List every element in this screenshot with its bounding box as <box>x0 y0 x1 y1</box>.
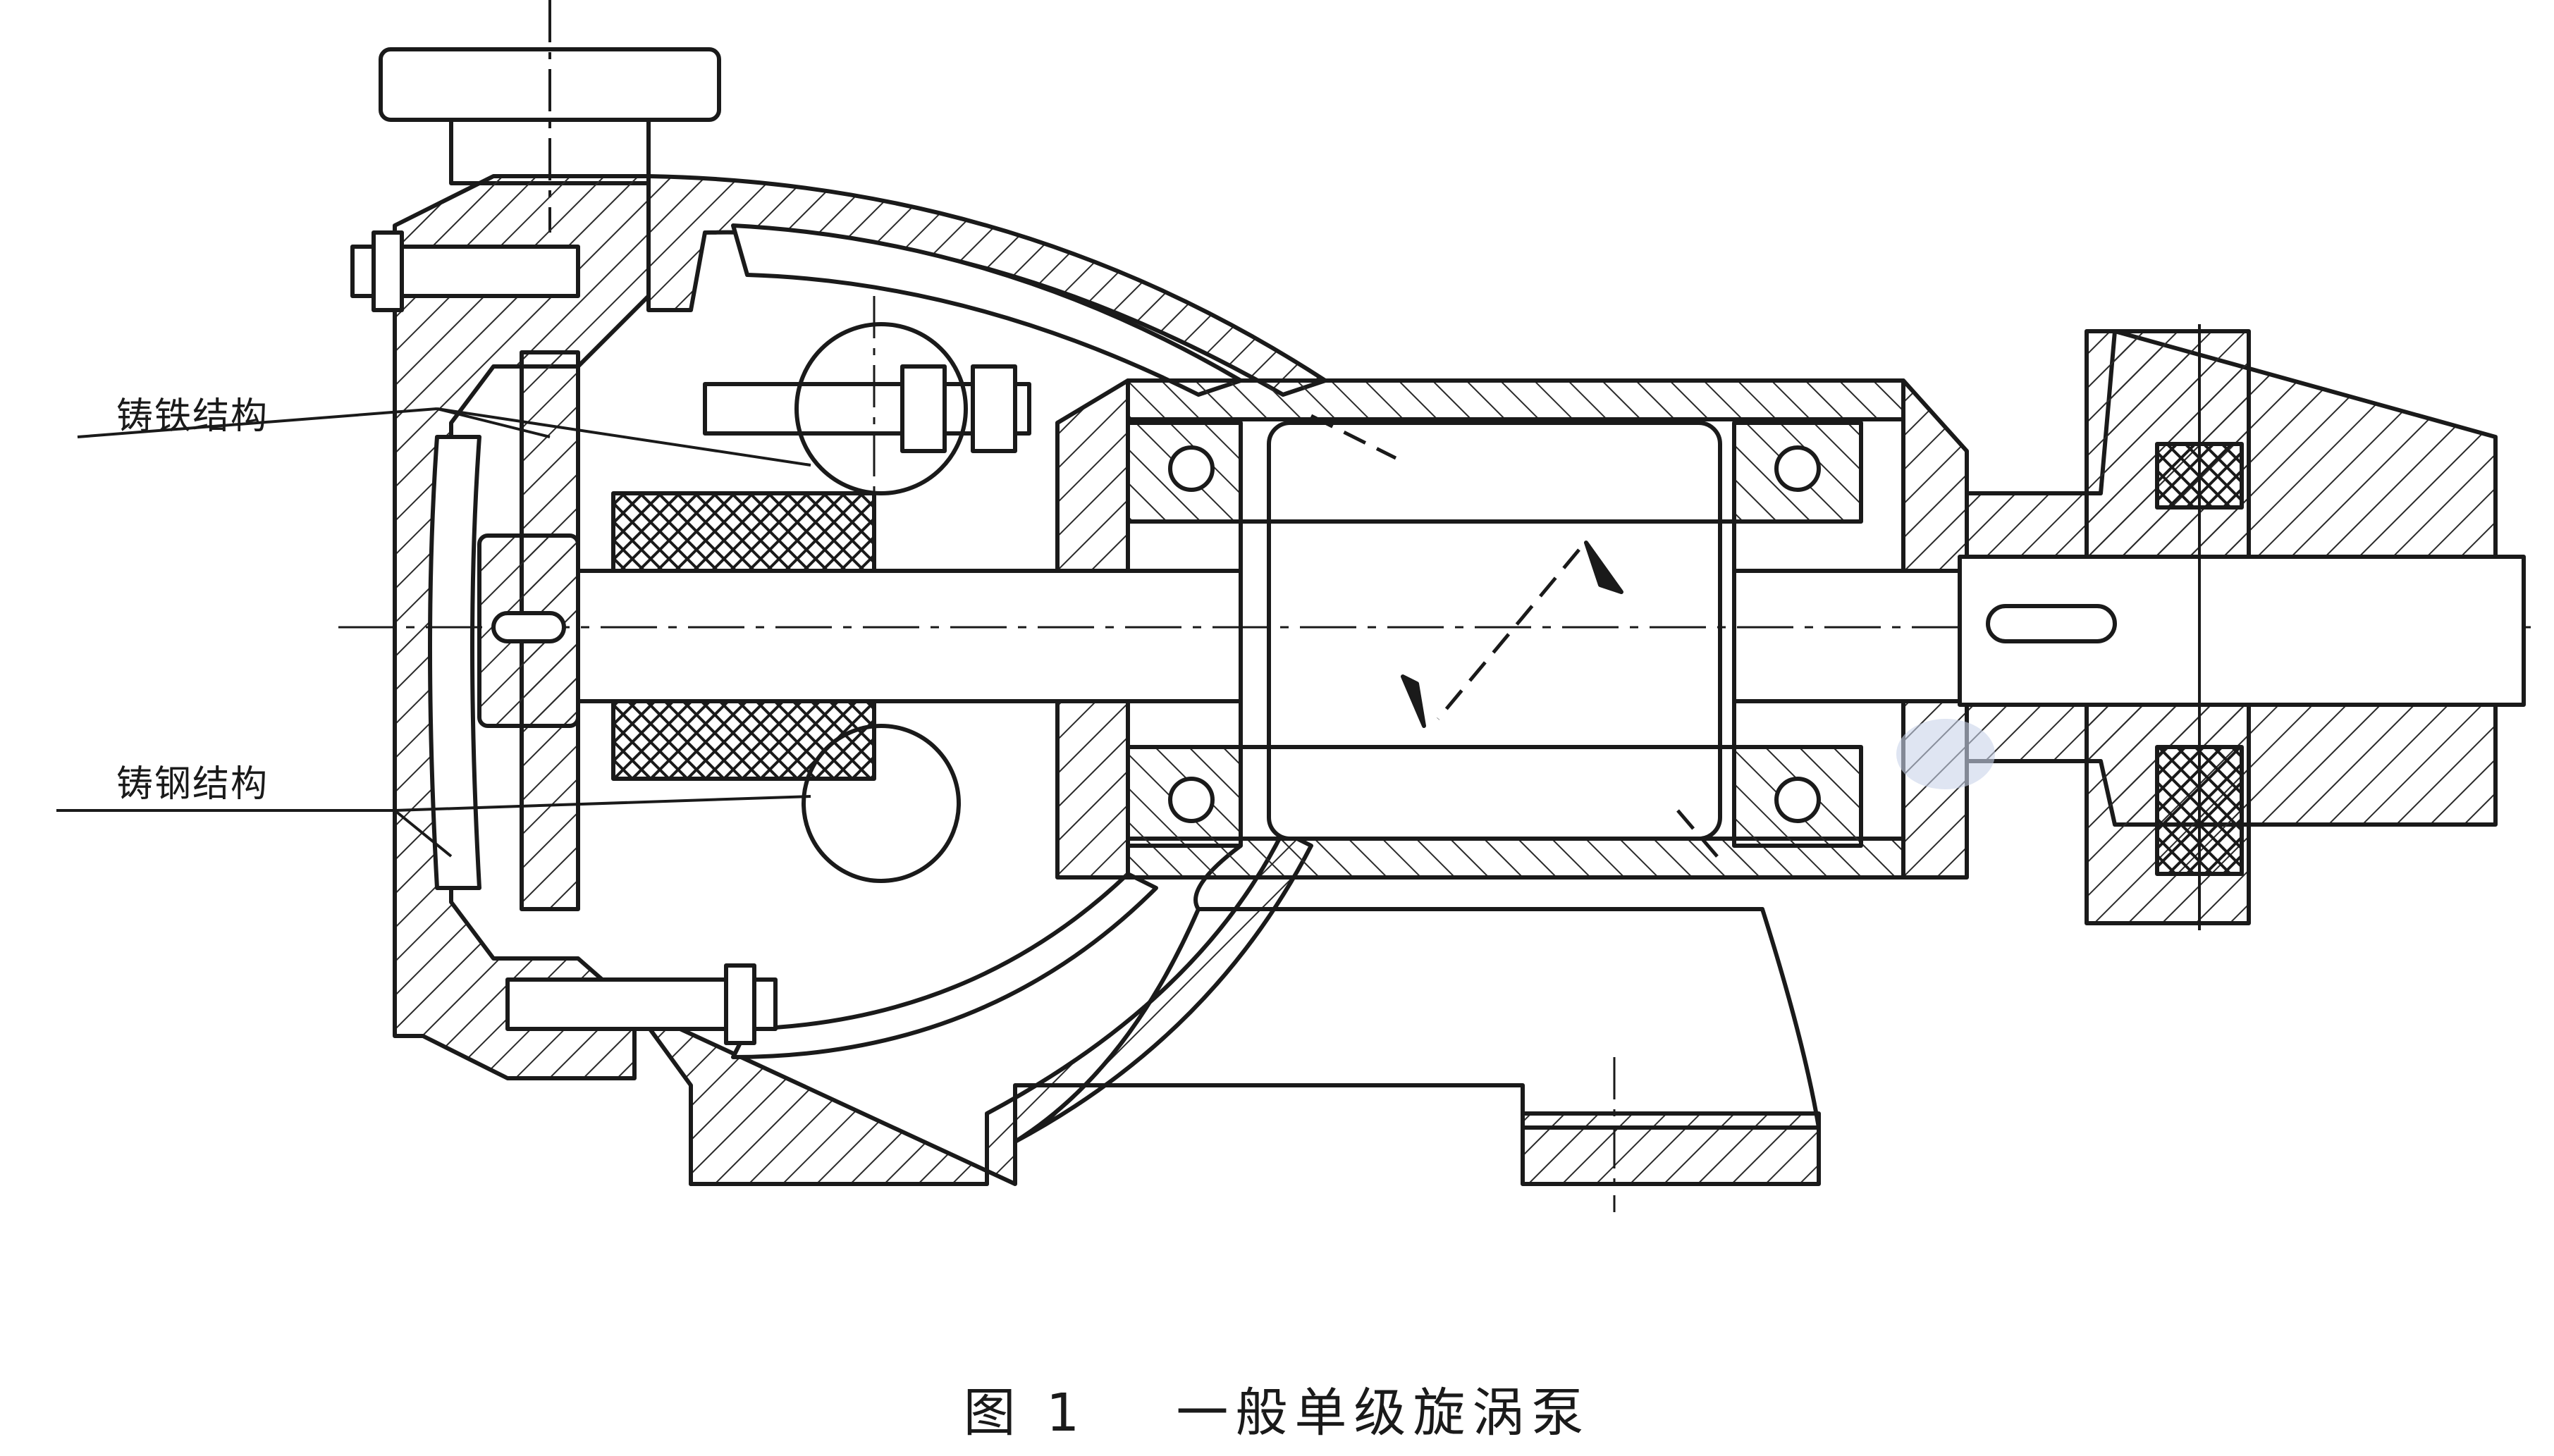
shaft-coupling <box>1958 324 2526 930</box>
arrow-head-icon <box>1401 674 1426 728</box>
figure-title: 一般单级旋涡泵 <box>1176 1383 1591 1443</box>
label-cast-steel-structure: 铸钢结构 <box>116 763 269 806</box>
pump-body-lower <box>632 829 1821 1186</box>
figure-caption: 图 1 一般单级旋涡泵 <box>0 1371 2554 1446</box>
figure-number: 图 1 <box>963 1383 1087 1443</box>
pump-body-volute <box>646 174 1327 397</box>
discharge-flange <box>379 0 721 233</box>
packing-seal <box>611 491 876 781</box>
arrow-head-icon <box>1584 541 1623 594</box>
ball-bearings <box>1126 421 1863 848</box>
watermark-mark <box>1896 719 1995 789</box>
impeller <box>477 350 580 911</box>
label-leaders <box>56 407 811 858</box>
pump-shaft <box>338 421 2531 841</box>
label-cast-iron-structure: 铸铁结构 <box>116 395 269 438</box>
gland-bolts <box>350 230 1031 1045</box>
oil-path-arrows <box>1310 414 1721 861</box>
